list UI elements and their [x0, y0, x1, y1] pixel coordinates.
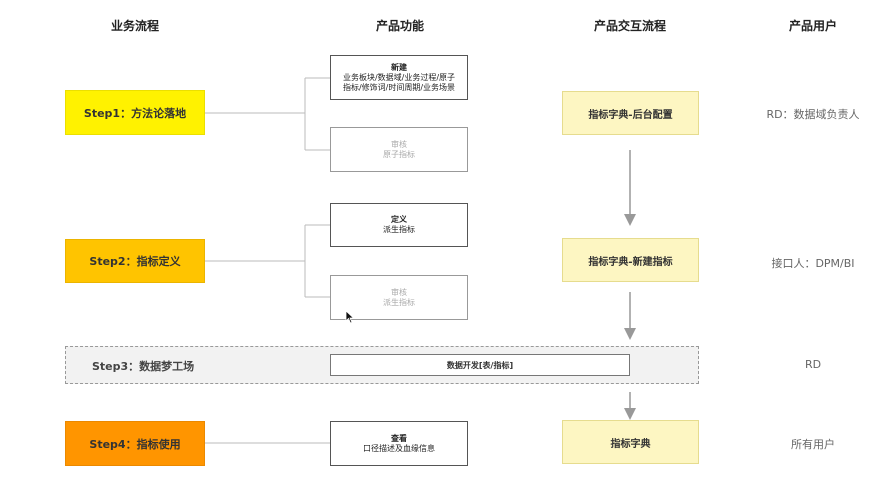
review2-sub: 派生指标 [383, 297, 415, 307]
header-interaction: 产品交互流程 [593, 19, 666, 33]
review-derived-box: 审核 派生指标 [330, 275, 468, 320]
interaction-backend-config: 指标字典-后台配置 [562, 91, 699, 135]
create-box: 新建 业务板块/数据域/业务过程/原子 指标/修饰词/时间周期/业务场景 [330, 55, 468, 100]
user-all: 所有用户 [791, 438, 835, 451]
step2-box: Step2：指标定义 [65, 239, 205, 283]
user-rd: RD [804, 358, 822, 371]
header-users: 产品用户 [788, 19, 837, 33]
user-interface-person: 接口人：DPM/BI [771, 257, 855, 270]
view-title: 查看 [391, 433, 407, 443]
data-dev-box: 数据开发[表/指标] [330, 354, 630, 376]
step1-box: Step1：方法论落地 [65, 90, 205, 135]
create-line2: 指标/修饰词/时间周期/业务场景 [342, 82, 456, 92]
step4-box: Step4：指标使用 [65, 421, 205, 466]
view-sub: 口径描述及血缘信息 [363, 443, 435, 453]
interaction-new-metric: 指标字典-新建指标 [562, 238, 699, 282]
create-line1: 业务板块/数据域/业务过程/原子 [342, 72, 456, 82]
review1-sub: 原子指标 [383, 149, 415, 159]
interaction-metric-dict: 指标字典 [562, 420, 699, 464]
header-business: 业务流程 [110, 19, 159, 33]
create-title: 新建 [391, 62, 407, 72]
step3-label: Step3：数据梦工场 [92, 360, 195, 373]
review-atomic-box: 审核 原子指标 [330, 127, 468, 172]
view-box: 查看 口径描述及血缘信息 [330, 421, 468, 466]
review1-title: 审核 [391, 139, 407, 149]
define-title: 定义 [391, 215, 407, 224]
user-rd-domain-owner: RD：数据域负责人 [766, 108, 860, 121]
define-sub: 派生指标 [383, 225, 415, 234]
define-box: 定义 派生指标 [330, 203, 468, 247]
mouse-cursor-icon [345, 310, 355, 324]
header-function: 产品功能 [375, 19, 424, 33]
review2-title: 审核 [391, 287, 407, 297]
